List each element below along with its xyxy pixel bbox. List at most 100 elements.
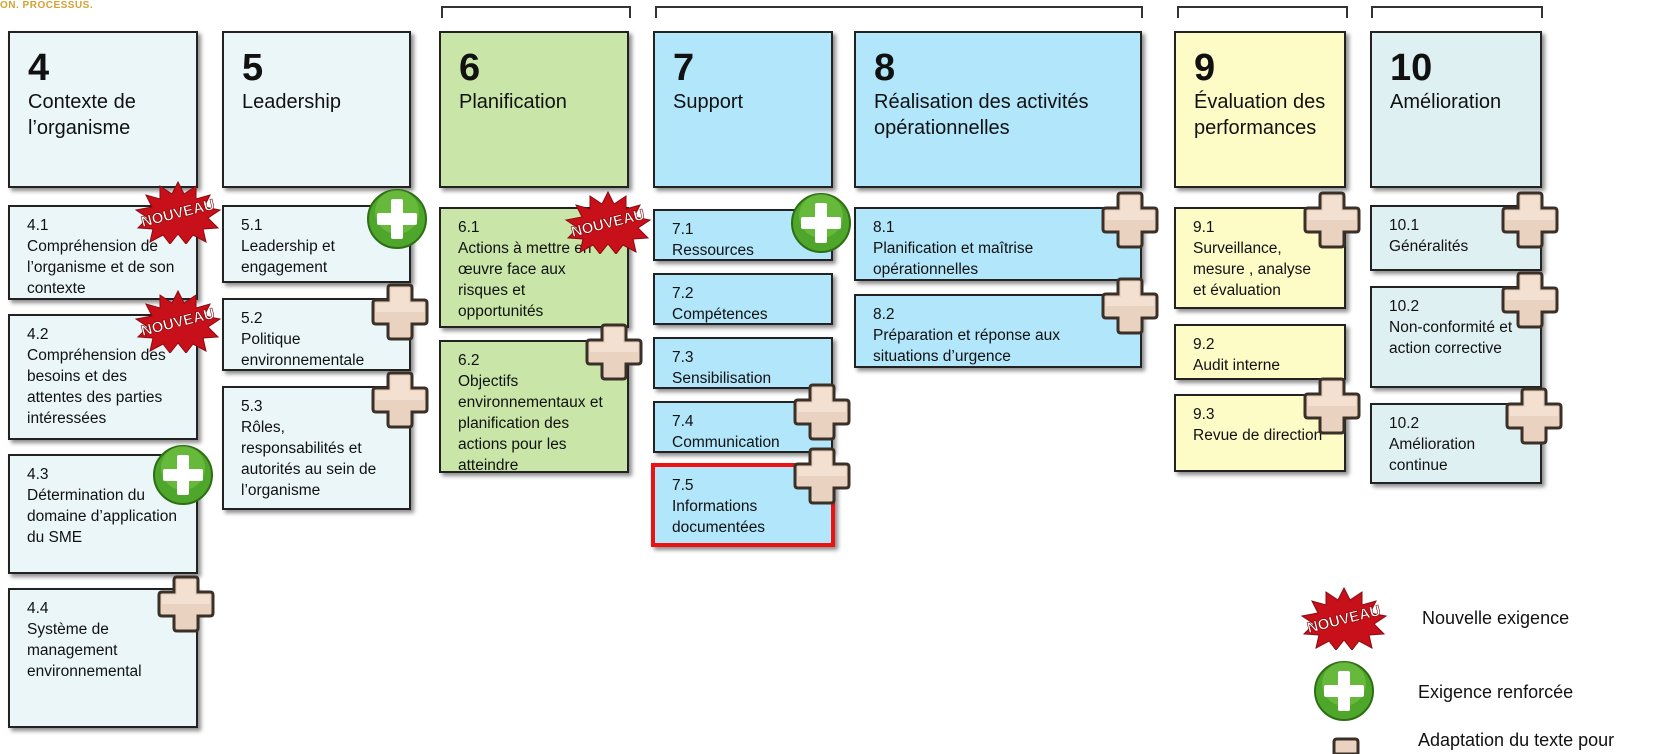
sub-text: Compréhension des besoins et des attente…: [27, 347, 166, 427]
sub-text: Audit interne: [1193, 357, 1281, 374]
sub-number: 9.3: [1193, 406, 1215, 423]
clause-number: 6: [459, 47, 481, 89]
sub-number: 7.3: [672, 349, 694, 366]
sub-text: Préparation et réponse aux situations d’…: [873, 327, 1060, 365]
sub-text: Revue de direction: [1193, 427, 1323, 444]
clause-number: 10: [1390, 47, 1433, 89]
sub-number: 4.3: [27, 466, 49, 483]
legend-plus-green-icon: [1314, 661, 1374, 721]
sub-number: 8.2: [873, 306, 895, 323]
plus-beige-icon: [371, 283, 429, 341]
sub-number: 6.1: [458, 219, 480, 236]
header-card-8: 8 Réalisation des activités opérationnel…: [854, 31, 1142, 188]
sub-text: Leadership et engagement: [241, 238, 335, 276]
sub-text: Sensibilisation: [672, 370, 772, 387]
legend-nouveau-icon: NOUVEAU: [1300, 586, 1388, 650]
sub-text: Amélioration continue: [1389, 436, 1476, 474]
sub-card-8-2: 8.2 Préparation et réponse aux situation…: [854, 294, 1142, 368]
sub-card-7-3: 7.3 Sensibilisation: [653, 337, 833, 389]
sub-card-5-3: 5.3 Rôles, responsabilités et autorités …: [222, 386, 411, 510]
legend-reinforced-label: Exigence renforcée: [1418, 682, 1574, 702]
clause-number: 5: [242, 47, 264, 89]
sub-number: 6.2: [458, 352, 480, 369]
plus-beige-icon: [371, 371, 429, 429]
sub-number: 10.2: [1389, 415, 1420, 432]
sub-number: 5.1: [241, 217, 263, 234]
sub-card-7-2: 7.2 Compétences: [653, 273, 833, 325]
sub-number: 4.4: [27, 600, 49, 617]
plus-beige-icon: [793, 447, 851, 505]
sub-text: Détermination du domaine d’application d…: [27, 487, 177, 546]
plus-beige-icon: [1101, 191, 1159, 249]
sub-text: Ressources: [672, 242, 754, 259]
plus-green-icon: [367, 189, 427, 249]
plus-beige-icon: [1505, 387, 1563, 445]
sub-text: Système de management environnemental: [27, 621, 142, 680]
sub-text: Compétences: [672, 306, 768, 323]
header-card-7: 7 Support: [653, 31, 833, 188]
clause-title: Support: [673, 91, 744, 113]
plus-beige-icon: [157, 575, 215, 633]
plus-beige-icon: [1501, 271, 1559, 329]
clause-title: Leadership: [242, 91, 341, 113]
sub-text: Non-conformité et action corrective: [1389, 319, 1513, 357]
header-card-4: 4 Contexte de l’organisme: [8, 31, 198, 188]
sub-number: 5.3: [241, 398, 263, 415]
header-card-6: 6 Planification: [439, 31, 629, 188]
sub-number: 9.2: [1193, 336, 1215, 353]
sub-number: 4.1: [27, 217, 49, 234]
header-logo-text: ON. PROCESSUS.: [0, 0, 94, 11]
plus-green-icon: [153, 445, 213, 505]
sub-card-10-1: 10.1 Généralités: [1370, 205, 1542, 271]
plus-green-icon: [791, 193, 851, 253]
legend-plus-beige-icon: [1332, 737, 1360, 754]
sub-text: Compréhension de l’organisme et de son c…: [27, 238, 175, 297]
header-card-5: 5 Leadership: [222, 31, 411, 188]
sub-number: 4.2: [27, 326, 49, 343]
clause-number: 4: [28, 47, 50, 89]
sub-number: 10.1: [1389, 217, 1420, 234]
plus-beige-icon: [1303, 191, 1361, 249]
plus-beige-icon: [1501, 191, 1559, 249]
plus-beige-icon: [1303, 377, 1361, 435]
sub-number: 8.1: [873, 219, 895, 236]
sub-card-9-2: 9.2 Audit interne: [1174, 324, 1346, 380]
sub-text: Communication: [672, 434, 780, 451]
legend-adapted-label: Adaptation du texte pour: [1418, 730, 1615, 750]
sub-number: 7.4: [672, 413, 694, 430]
clause-title: Contexte de l’organisme: [28, 91, 136, 139]
sub-card-4-3: 4.3 Détermination du domaine d’applicati…: [8, 454, 198, 574]
clause-title: Évaluation des performances: [1194, 91, 1326, 139]
sub-text: Surveillance, mesure , analyse et évalua…: [1193, 240, 1312, 299]
sub-number: 7.2: [672, 285, 694, 302]
clause-title: Amélioration: [1390, 91, 1502, 113]
bracket-act: [1371, 6, 1543, 18]
sub-text: Planification et maîtrise opérationnelle…: [873, 240, 1034, 278]
clause-number: 8: [874, 47, 896, 89]
bracket-plan: [441, 6, 631, 18]
bracket-do: [655, 6, 1143, 18]
plus-beige-icon: [793, 383, 851, 441]
sub-text: Informations documentées: [672, 498, 766, 536]
clause-number: 7: [673, 47, 695, 89]
sub-number: 5.2: [241, 310, 263, 327]
clause-title: Réalisation des activités opérationnelle…: [874, 91, 1089, 139]
bracket-check: [1177, 6, 1348, 18]
clause-number: 9: [1194, 47, 1216, 89]
legend-new-label: Nouvelle exigence: [1422, 608, 1570, 628]
sub-text: Objectifs environnementaux et planificat…: [458, 373, 603, 474]
header-card-9: 9 Évaluation des performances: [1174, 31, 1346, 188]
sub-text: Généralités: [1389, 238, 1469, 255]
nouveau-badge: NOUVEAU: [564, 190, 652, 254]
nouveau-badge: NOUVEAU: [134, 289, 222, 353]
sub-text: Rôles, responsabilités et autorités au s…: [241, 419, 377, 499]
sub-number: 10.2: [1389, 298, 1420, 315]
sub-card-8-1: 8.1 Planification et maîtrise opérationn…: [854, 207, 1142, 281]
sub-number: 7.5: [672, 477, 694, 494]
header-card-10: 10 Amélioration: [1370, 31, 1542, 188]
plus-beige-icon: [1101, 277, 1159, 335]
clause-title: Planification: [459, 91, 567, 113]
plus-beige-icon: [585, 323, 643, 381]
sub-number: 9.1: [1193, 219, 1215, 236]
nouveau-badge: NOUVEAU: [134, 180, 222, 244]
